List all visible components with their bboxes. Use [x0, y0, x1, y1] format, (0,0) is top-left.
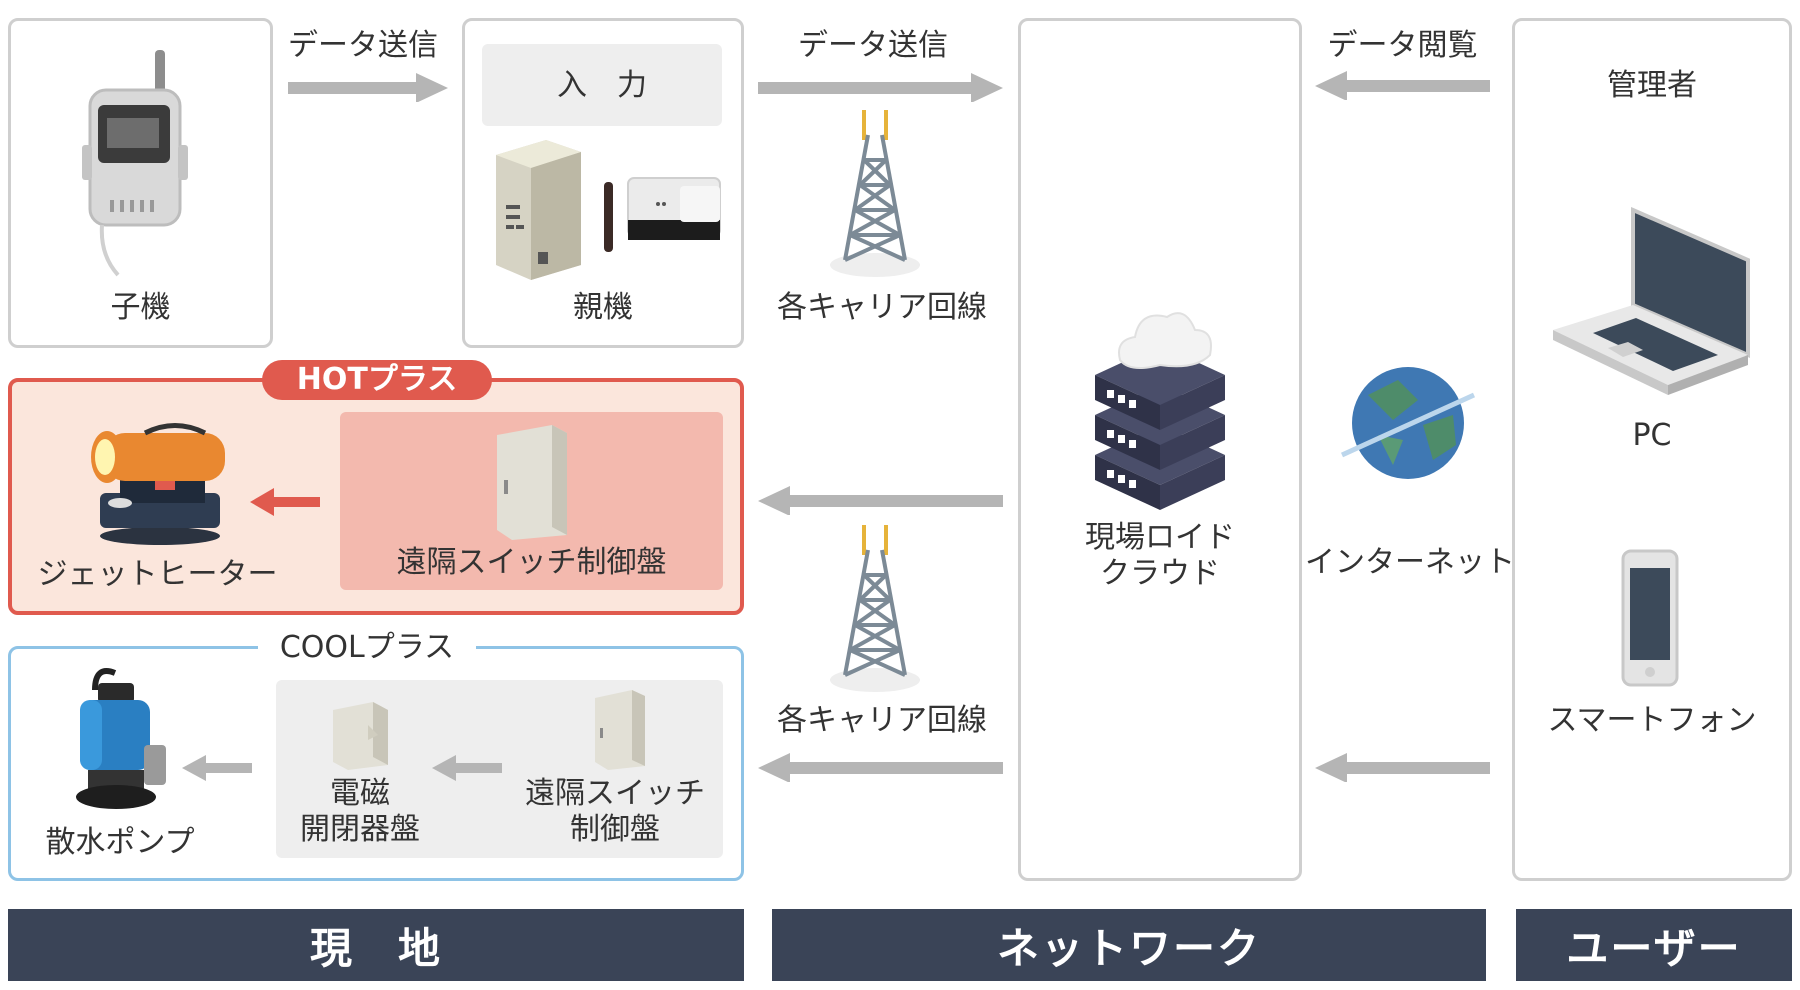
magnetic-label-2: 開閉器盤 — [300, 812, 420, 847]
pc-label: PC — [1632, 418, 1672, 453]
hot-arrow — [250, 487, 320, 517]
cloud-label-2: クラウド — [1100, 556, 1220, 591]
data-send-label-1: データ送信 — [288, 28, 438, 63]
admin-label: 管理者 — [1607, 68, 1697, 103]
carrier-label-1: 各キャリア回線 — [777, 290, 987, 325]
hot-plus-badge-text: HOTプラス — [296, 362, 458, 397]
cloud-server-icon — [1085, 305, 1235, 510]
cool-switch-label-1: 遠隔スイッチ — [525, 776, 705, 811]
cool-arrow-inner — [432, 754, 502, 782]
data-view-label: データ閲覧 — [1327, 28, 1478, 63]
smartphone-label: スマートフォン — [1547, 703, 1757, 738]
water-pump-icon — [70, 665, 170, 815]
cool-title-gap — [258, 636, 476, 658]
globe-icon — [1338, 365, 1478, 485]
water-pump-label: 散水ポンプ — [45, 825, 195, 860]
smartphone-icon — [1620, 548, 1680, 688]
data-send-arrow-1 — [288, 72, 448, 102]
footer-network: ネットワーク — [772, 909, 1486, 981]
cool-switch-label-2: 制御盤 — [570, 812, 660, 847]
laptop-icon — [1548, 205, 1753, 405]
gateway-device-icon — [600, 172, 725, 252]
cloud-label-1: 現場ロイド — [1085, 520, 1235, 555]
footer-user: ユーザー — [1516, 909, 1792, 981]
hot-switch-label: 遠隔スイッチ制御盤 — [396, 545, 667, 580]
data-view-arrow — [1315, 70, 1490, 100]
data-logger-icon — [80, 50, 200, 280]
magnetic-switch-icon — [328, 700, 398, 770]
switch-box-icon-cool — [590, 690, 650, 770]
cool-plus-title: COOLプラス — [279, 630, 455, 665]
jet-heater-icon — [85, 418, 235, 548]
data-send-label-2: データ送信 — [798, 28, 948, 63]
jet-heater-label: ジェットヒーター — [37, 557, 278, 592]
user-to-cloud-arrow — [1315, 752, 1490, 782]
cool-arrow-outer — [182, 754, 252, 782]
control-box-icon — [486, 140, 586, 280]
input-panel — [482, 44, 722, 126]
parent-unit-label: 親機 — [573, 290, 633, 325]
cell-tower-icon-2 — [820, 525, 930, 695]
user-box — [1512, 18, 1792, 881]
carrier-label-2: 各キャリア回線 — [777, 703, 987, 738]
cloud-to-cool-arrow — [758, 752, 1003, 782]
input-label: 入 力 — [557, 68, 647, 103]
data-send-arrow-2 — [758, 72, 1003, 102]
magnetic-label-1: 電磁 — [330, 776, 390, 811]
cloud-to-hot-arrow — [758, 485, 1003, 515]
cell-tower-icon-1 — [820, 110, 930, 280]
child-unit-label: 子機 — [110, 290, 171, 325]
footer-site: 現 地 — [8, 909, 744, 981]
hot-plus-badge — [262, 360, 492, 400]
internet-label: インターネット — [1305, 545, 1515, 580]
switch-box-icon-hot — [492, 425, 572, 540]
